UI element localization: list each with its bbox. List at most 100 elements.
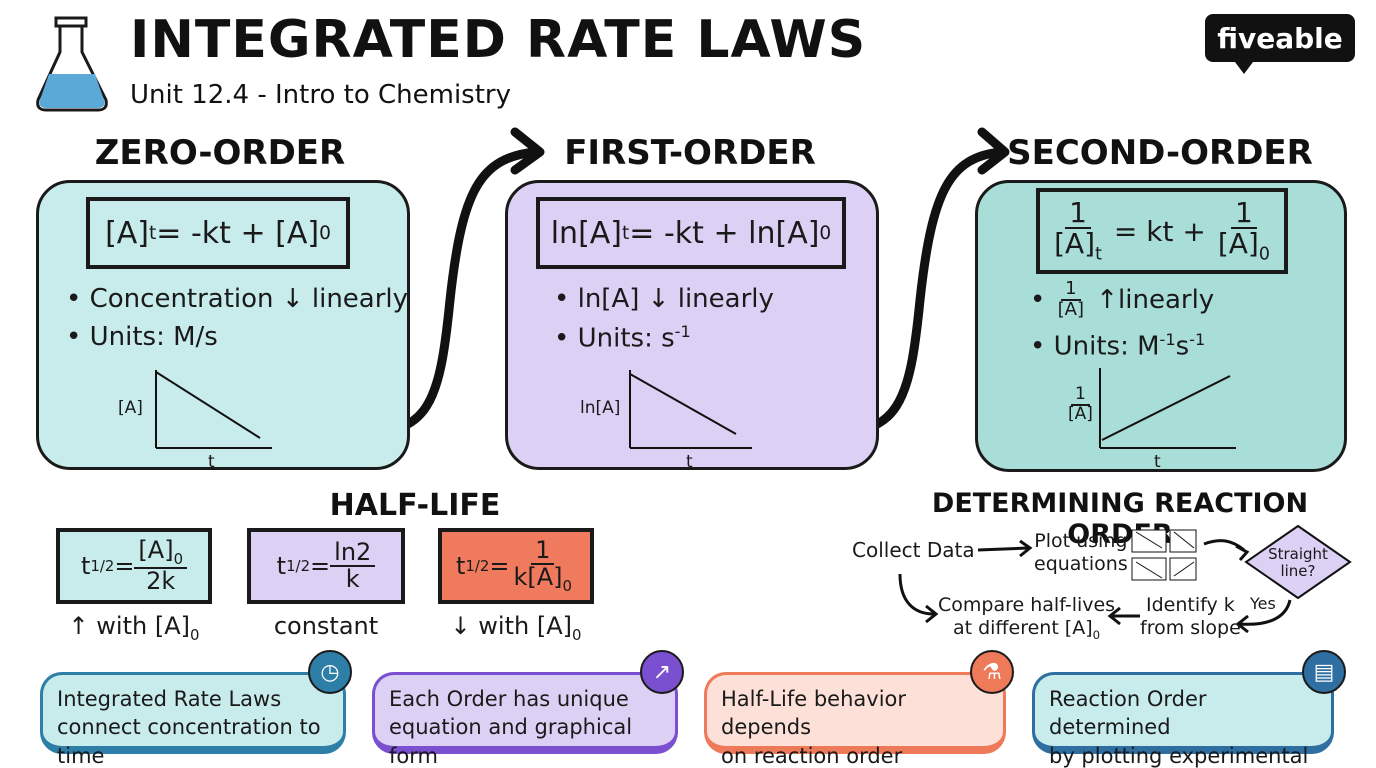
trend-line (155, 371, 261, 439)
summary-line: Integrated Rate Laws (57, 687, 282, 711)
hl-eq: = (114, 552, 135, 580)
hl-lhs-sub: 1/2 (465, 557, 490, 575)
eq-mid: = -kt + [A] (156, 215, 320, 251)
logo-tail (1232, 58, 1256, 74)
summary-line: on reaction order (721, 743, 903, 768)
eq-mid: = -kt + ln[A] (629, 215, 820, 251)
summary-card-3: Half-Life behavior depends on reaction o… (704, 672, 1006, 768)
bullet-frac: 1[A] (1054, 279, 1088, 320)
frac-num: 1 (1065, 198, 1091, 230)
bullet-sup: -1 (674, 322, 691, 341)
frac-num: 1 (1230, 198, 1257, 230)
first-order-equation: ln[A]t = -kt + ln[A]0 (536, 197, 846, 269)
frac-den-sub: 0 (562, 576, 572, 595)
bullet-text: Concentration (89, 284, 282, 314)
zero-order-ylabel: [A] (118, 398, 143, 418)
decision-diamond (1244, 524, 1352, 600)
eq-frac-1: 1[A]t (1050, 198, 1106, 264)
second-order-heading: SECOND-ORDER (1007, 133, 1313, 173)
bullet-text: s (1175, 331, 1190, 362)
eq-lhs: ln[A] (550, 215, 622, 251)
summary-card-2: Each Order has unique equation and graph… (372, 672, 678, 768)
frac-num: [A]0 (134, 535, 188, 570)
zero-order-bullet-2: • Units: M/s (66, 322, 218, 352)
half-life-zero-note: ↑ with [A]0 (56, 612, 212, 644)
note-text: ↑ with [A] (68, 612, 190, 640)
trend-chart-icon: ↗ (640, 650, 684, 694)
eq-lhs-sub: t (622, 222, 630, 244)
first-order-bullet-1: • ln[A] ↓ linearly (554, 284, 774, 314)
bullet-text: linearly (303, 284, 409, 314)
frac-num-sub: 0 (173, 549, 184, 568)
yes-label: Yes (1250, 594, 1276, 613)
half-life-second-note: ↓ with [A]0 (438, 612, 594, 644)
second-order-bullet-2: • Units: M-1s-1 (1030, 330, 1206, 362)
zero-order-heading: ZERO-ORDER (94, 133, 346, 173)
summary-line: Reaction Order determined (1049, 687, 1207, 740)
hl-lhs-sub: 1/2 (286, 557, 311, 575)
frac-num-text: [A] (138, 535, 174, 564)
fiveable-logo: fiveable (1205, 14, 1355, 62)
frac-den: 2k (146, 567, 176, 596)
first-order-bullet-2: • Units: s-1 (554, 322, 691, 354)
hl-lhs: t (456, 552, 466, 580)
frac-num: 1 (531, 537, 555, 565)
note-text: ↓ with [A] (450, 612, 572, 640)
down-arrow-icon: ↓ (647, 284, 670, 314)
step-line: Compare half-lives (938, 594, 1116, 616)
bullet-text: Units: M (1053, 331, 1160, 362)
trend-line (1101, 375, 1231, 441)
frac-num: 1 (1071, 385, 1090, 406)
hl-eq: = (489, 552, 510, 580)
first-order-card (505, 180, 879, 470)
bullet-text: linearly (669, 284, 774, 314)
summary-card-4: Reaction Order determined by plotting ex… (1032, 672, 1334, 768)
frac-den-text: [A] (1217, 227, 1259, 261)
second-order-bullet-1: • 1[A] ↑ linearly (1030, 278, 1215, 320)
summary-line: Each Order has unique (389, 687, 629, 711)
summary-line: by plotting experimental data (1049, 743, 1309, 768)
step-line: line? (1280, 562, 1316, 581)
bullet-sup: -1 (1159, 330, 1176, 349)
up-arrow-icon: ↑ (1096, 284, 1119, 315)
step-line: Straight (1268, 545, 1328, 563)
step-line: Identify k (1146, 594, 1235, 616)
first-order-ylabel: ln[A] (580, 398, 621, 418)
half-life-heading: HALF-LIFE (329, 488, 501, 523)
down-arrow-icon: ↓ (281, 284, 304, 314)
flask-icon: ⚗ (970, 650, 1014, 694)
eq-rhs-sub: 0 (319, 222, 331, 244)
frac-num: ln2 (330, 539, 376, 567)
frac-den-sub: 0 (1258, 244, 1270, 265)
clock-icon: ◷ (308, 650, 352, 694)
eq-mid: = kt + (1113, 214, 1206, 248)
clipboard-icon: ▤ (1302, 650, 1346, 694)
frac-den: k (345, 565, 360, 593)
eq-lhs: [A] (105, 215, 149, 251)
bullet-text: linearly (1118, 284, 1215, 315)
summary-line: Half-Life behavior depends (721, 687, 907, 740)
hl-lhs: t (276, 552, 287, 580)
step-line-sub: 0 (1092, 627, 1101, 642)
bullet-text: Units: M/s (89, 322, 218, 352)
step-line-text: at different [A] (952, 616, 1093, 639)
frac-num: 1 (1061, 279, 1081, 301)
frac-den: [A] (1068, 403, 1093, 424)
step-line: equations (1034, 552, 1128, 575)
zero-order-equation: [A]t = -kt + [A]0 (86, 197, 350, 269)
hl-lhs: t (80, 552, 91, 580)
page-title: INTEGRATED RATE LAWS (130, 10, 867, 70)
zero-order-xlabel: t (208, 452, 215, 472)
